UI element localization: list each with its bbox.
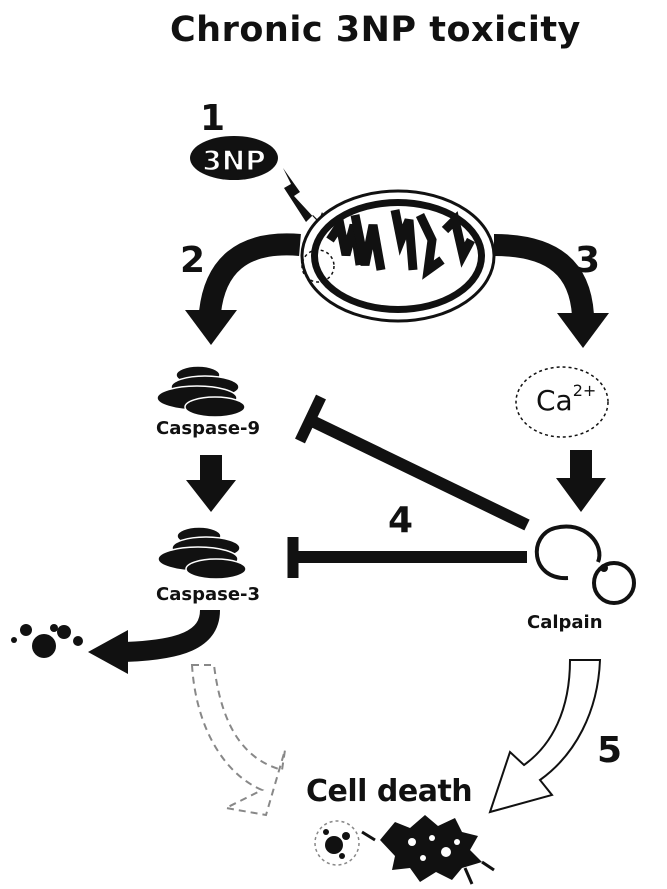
pathway-arrow-to-apoptosis (88, 609, 220, 674)
calcium-charge: 2+ (572, 380, 597, 400)
toxin-label: 3NP (202, 144, 265, 177)
dashed-arrow-caspase-to-cell-death (190, 664, 286, 817)
necrotic-cell-icon (361, 815, 495, 885)
step-5-number: 5 (597, 730, 623, 771)
pathway-arrow-3 (493, 234, 609, 348)
inhibition-line-calpain-to-caspase9 (295, 394, 530, 531)
activation-arrow-caspase9-to-caspase3 (186, 455, 236, 512)
calpain-enzyme-icon (534, 524, 636, 605)
step-4-number: 4 (388, 500, 414, 541)
apoptotic-cell-icon (314, 820, 360, 866)
calcium-ion-icon (515, 366, 609, 438)
mitochondrion-icon (300, 189, 496, 323)
pathway-arrow-2 (185, 233, 301, 345)
diagram-title: Chronic 3NP toxicity (170, 10, 581, 50)
step-1-number: 1 (200, 98, 226, 139)
inhibition-line-calpain-to-caspase3 (287, 537, 527, 578)
pathway-arrow-5 (488, 659, 602, 814)
apoptotic-bodies-icon (11, 624, 83, 658)
cell-death-label: Cell death (306, 774, 473, 809)
caspase-stack-icon (156, 365, 246, 418)
calcium-base: Ca (536, 384, 573, 417)
calpain-label: Calpain (527, 612, 603, 633)
calcium-label: Ca2+ (536, 380, 597, 417)
caspase3-label: Caspase-3 (156, 584, 261, 605)
activation-arrow-calcium-to-calpain (556, 450, 606, 512)
step-2-number: 2 (180, 240, 206, 281)
caspase-stack-icon (157, 526, 247, 580)
3np-oval-icon (190, 136, 278, 180)
caspase9-label: Caspase-9 (156, 418, 261, 439)
